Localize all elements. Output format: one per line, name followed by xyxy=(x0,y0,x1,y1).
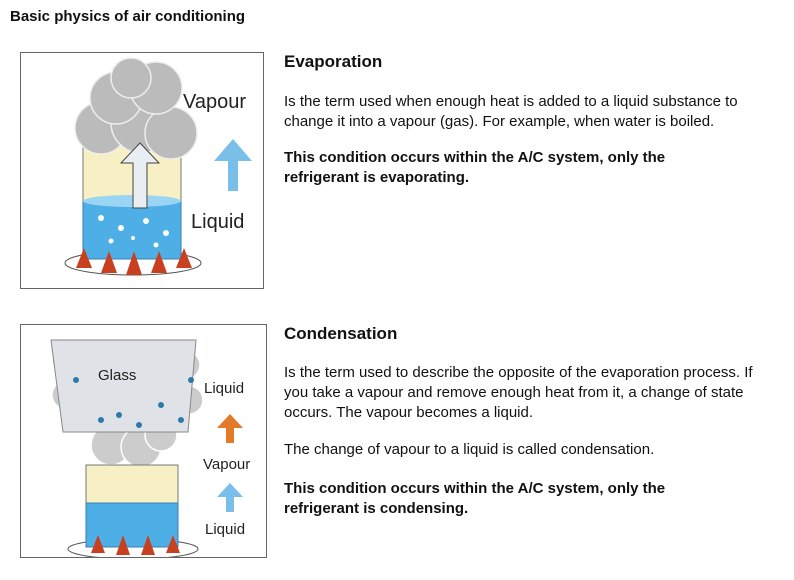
condensation-body: Is the term used to describe the opposit… xyxy=(284,364,753,421)
evaporation-heading: Evaporation xyxy=(284,52,383,71)
condensation-note: This condition occurs within the A/C sys… xyxy=(284,480,666,517)
condensation-heading: Condensation xyxy=(284,324,398,343)
vapour-label: Vapour xyxy=(183,91,247,113)
page-title: Basic physics of air conditioning xyxy=(10,8,246,25)
condensation-illustration xyxy=(50,339,243,557)
evaporation-body: Is the term used when enough heat is add… xyxy=(284,93,738,130)
condensation-body-2: The change of vapour to a liquid is call… xyxy=(284,441,655,458)
liquid-label: Liquid xyxy=(191,211,245,233)
boiling-beaker-illustration xyxy=(64,57,252,276)
evaporation-figure: Vapour Liquid xyxy=(20,52,264,289)
condensation-figure: Glass Liquid Vapour Liquid xyxy=(20,324,267,558)
vapour-label: Vapour xyxy=(203,456,251,473)
liquid-top-label: Liquid xyxy=(204,380,245,397)
evaporation-note: This condition occurs within the A/C sys… xyxy=(284,149,666,186)
liquid-bottom-label: Liquid xyxy=(205,521,246,538)
glass-label: Glass xyxy=(98,367,137,384)
